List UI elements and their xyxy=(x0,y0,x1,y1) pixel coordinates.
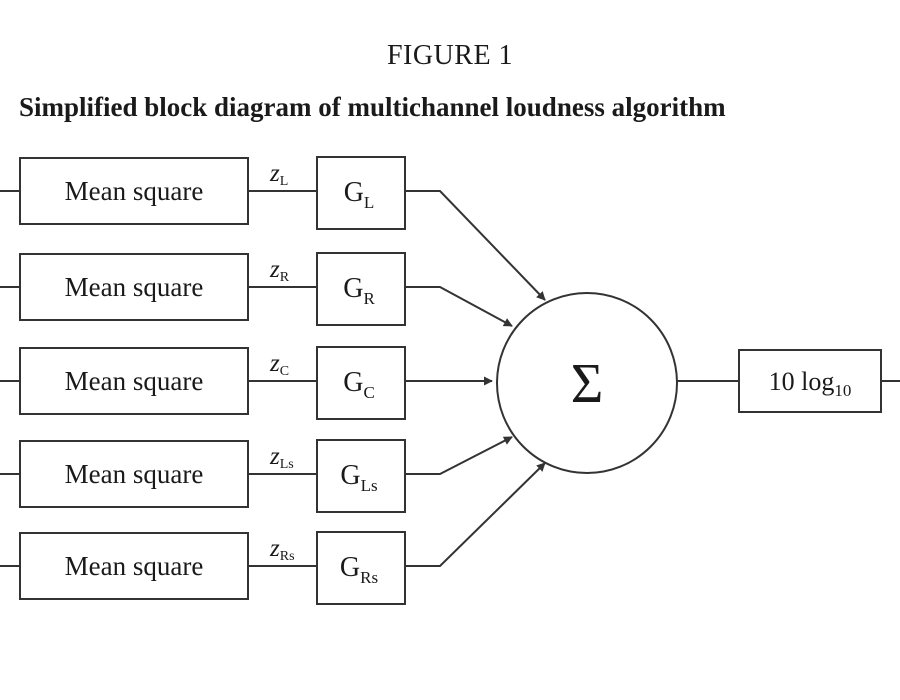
gain-label: GC xyxy=(343,367,375,402)
gain-block xyxy=(316,252,406,326)
mean-square-label: Mean square xyxy=(65,176,204,206)
signal-subscript: C xyxy=(280,364,289,379)
gain-block xyxy=(316,531,406,605)
signal-label: zRs xyxy=(269,535,295,564)
gain-block xyxy=(316,156,406,230)
signal-label: zL xyxy=(269,160,288,189)
log10-text: 10 log xyxy=(769,367,835,396)
figure-title: Simplified block diagram of multichannel… xyxy=(19,92,726,122)
signal-symbol: z xyxy=(269,350,280,377)
arrow-to-sum xyxy=(405,286,513,327)
gain-label: GLs xyxy=(340,460,377,495)
arrow-to-sum xyxy=(405,436,513,475)
gain-label: GR xyxy=(343,273,375,308)
gain-symbol: G xyxy=(340,460,360,491)
arrow-to-sum xyxy=(405,190,546,301)
log10-subscript: 10 xyxy=(834,381,851,400)
gain-subscript: Ls xyxy=(361,476,378,495)
log10-block xyxy=(738,349,882,413)
mean-square-block xyxy=(19,440,249,508)
signal-subscript: Rs xyxy=(280,549,295,564)
mean-square-label: Mean square xyxy=(65,551,204,581)
summing-node xyxy=(496,292,678,474)
gain-subscript: Rs xyxy=(360,568,378,587)
gain-symbol: G xyxy=(343,273,363,304)
signal-label: zC xyxy=(269,350,289,379)
mean-square-label: Mean square xyxy=(65,272,204,302)
gain-block xyxy=(316,346,406,420)
mean-square-label: Mean square xyxy=(65,366,204,396)
signal-label: zR xyxy=(269,256,290,285)
signal-label: zLs xyxy=(269,443,294,472)
gain-label: GL xyxy=(344,177,375,212)
gain-symbol: G xyxy=(344,177,364,208)
signal-symbol: z xyxy=(269,443,280,470)
gain-subscript: R xyxy=(363,289,375,308)
log10-label: 10 log10 xyxy=(769,367,852,400)
gain-subscript: L xyxy=(364,193,374,212)
signal-symbol: z xyxy=(269,535,280,562)
mean-square-block xyxy=(19,253,249,321)
signal-subscript: R xyxy=(280,270,290,285)
signal-symbol: z xyxy=(269,256,280,283)
gain-subscript: C xyxy=(363,383,374,402)
figure-label: FIGURE 1 xyxy=(386,40,514,71)
signal-subscript: L xyxy=(280,174,289,189)
mean-square-block xyxy=(19,157,249,225)
mean-square-block xyxy=(19,532,249,600)
signal-subscript: Ls xyxy=(280,457,294,472)
mean-square-label: Mean square xyxy=(65,459,204,489)
mean-square-block xyxy=(19,347,249,415)
gain-block xyxy=(316,439,406,513)
gain-symbol: G xyxy=(343,367,363,398)
signal-symbol: z xyxy=(269,160,280,187)
gain-label: GRs xyxy=(340,552,378,587)
sum-symbol: Σ xyxy=(571,353,604,415)
arrow-to-sum xyxy=(405,462,546,567)
gain-symbol: G xyxy=(340,552,360,583)
